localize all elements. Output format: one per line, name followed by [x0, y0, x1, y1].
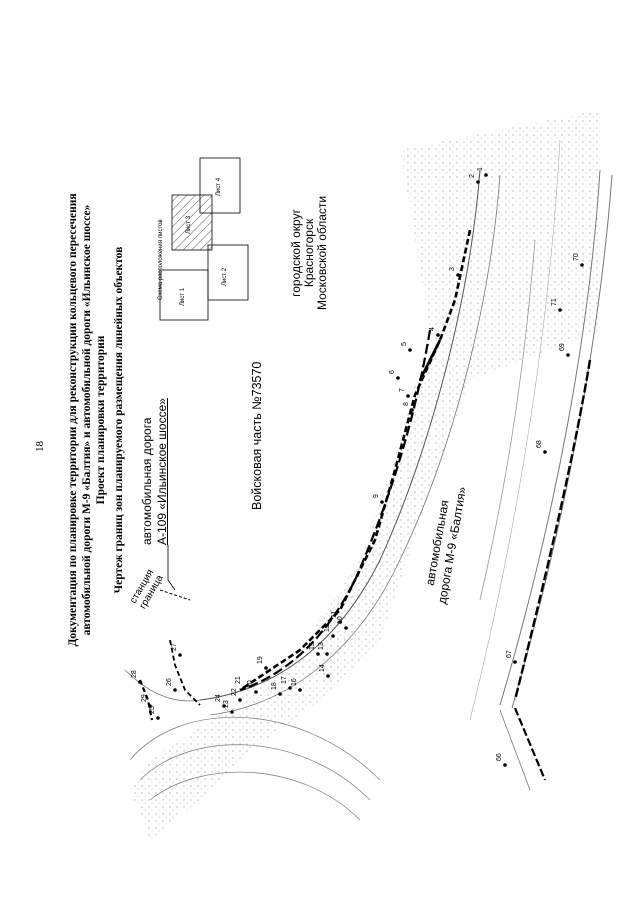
scheme-sheet-3: Лист 3 — [186, 215, 192, 234]
scheme-sheet-1: Лист 1 — [180, 287, 186, 306]
survey-point-70 — [580, 263, 584, 267]
survey-point-2 — [476, 180, 480, 184]
survey-point-label-29: 29 — [141, 694, 148, 702]
survey-point-label-66: 66 — [496, 753, 503, 761]
survey-point-label-2: 2 — [469, 174, 476, 178]
survey-point-68 — [543, 450, 547, 454]
survey-point-5 — [408, 348, 412, 352]
survey-point-label-25: 25 — [149, 706, 156, 714]
zone-boundary — [138, 229, 472, 721]
survey-point-label-20: 20 — [247, 680, 254, 688]
survey-point-label-22: 22 — [231, 688, 238, 696]
survey-point-23 — [230, 710, 234, 714]
survey-point-label-71: 71 — [551, 298, 558, 306]
survey-point-label-24: 24 — [215, 694, 222, 702]
district-label: городской округ Красногорск Московской о… — [289, 195, 329, 310]
survey-point-19 — [264, 666, 268, 670]
survey-point-11 — [338, 620, 342, 624]
survey-point-14 — [326, 674, 330, 678]
road-a109-line-1: автомобильная дорога — [140, 417, 154, 545]
survey-point-24 — [222, 704, 226, 708]
survey-point-label-5: 5 — [401, 342, 408, 346]
survey-point-label-69: 69 — [559, 343, 566, 351]
survey-point-20 — [254, 690, 258, 694]
survey-point-66 — [503, 763, 507, 767]
survey-point-label-18: 18 — [271, 682, 278, 690]
survey-point-29 — [148, 704, 152, 708]
scheme-sheet-2: Лист 2 — [222, 267, 228, 286]
survey-point-label-21: 21 — [235, 676, 242, 684]
scheme-sheet-4: Лист 4 — [216, 177, 222, 196]
roundabout — [129, 716, 381, 821]
survey-point-7 — [406, 394, 410, 398]
survey-point-27 — [178, 653, 182, 657]
survey-point-12 — [331, 634, 335, 638]
survey-point-label-3: 3 — [449, 267, 456, 271]
survey-point-label-16: 16 — [291, 678, 298, 686]
survey-point-6 — [396, 376, 400, 380]
survey-point-10 — [344, 626, 348, 630]
survey-point-label-17: 17 — [281, 676, 288, 684]
survey-point-16 — [298, 688, 302, 692]
survey-point-label-28: 28 — [131, 670, 138, 678]
terrain-area — [130, 110, 600, 840]
survey-point-label-27: 27 — [171, 643, 178, 651]
survey-point-label-67: 67 — [506, 650, 513, 658]
survey-point-4 — [436, 333, 440, 337]
survey-point-22 — [238, 698, 242, 702]
survey-point-71 — [558, 308, 562, 312]
survey-point-label-70: 70 — [573, 253, 580, 261]
survey-point-label-19: 19 — [257, 656, 264, 664]
survey-point-8 — [410, 408, 414, 412]
road-a109-line-2: А-109 «Ильинское шоссе» — [155, 398, 169, 545]
survey-point-label-13: 13 — [318, 642, 325, 650]
road-a109-label: автомобильная дорога А-109 «Ильинское шо… — [140, 398, 170, 545]
survey-point-3 — [456, 273, 460, 277]
survey-point-label-10: 10 — [337, 616, 344, 624]
survey-point-label-26: 26 — [166, 678, 173, 686]
survey-point-17 — [288, 686, 292, 690]
survey-point-label-9: 9 — [373, 494, 380, 498]
survey-point-label-4: 4 — [429, 327, 436, 331]
survey-point-26 — [173, 688, 177, 692]
scheme-title: Схема расположения листов — [158, 219, 164, 300]
sheet-layout-scheme — [159, 157, 249, 321]
survey-point-9 — [380, 500, 384, 504]
a109-leader — [167, 545, 176, 591]
survey-point-label-6: 6 — [389, 370, 396, 374]
survey-point-label-11: 11 — [331, 611, 338, 618]
survey-point-label-15: 15 — [309, 642, 316, 650]
survey-point-67 — [513, 660, 517, 664]
survey-point-label-12: 12 — [324, 624, 331, 632]
survey-point-label-7: 7 — [399, 388, 406, 392]
unit-label: Войсковая часть №73570 — [250, 361, 264, 510]
survey-points: 1234567891011121314151617181920212223242… — [131, 167, 584, 767]
survey-point-13 — [325, 652, 329, 656]
survey-point-69 — [566, 353, 570, 357]
survey-point-18 — [278, 692, 282, 696]
survey-point-21 — [242, 686, 246, 690]
survey-point-1 — [484, 173, 488, 177]
survey-point-label-23: 23 — [223, 700, 230, 708]
survey-point-label-14: 14 — [319, 664, 326, 672]
survey-point-label-68: 68 — [536, 440, 543, 448]
district-line-3: Московской области — [315, 195, 329, 310]
road-m9 — [469, 139, 613, 791]
survey-point-label-8: 8 — [403, 402, 410, 406]
survey-point-25 — [156, 716, 160, 720]
survey-point-label-1: 1 — [477, 167, 484, 171]
survey-point-15 — [316, 652, 320, 656]
survey-point-28 — [138, 680, 142, 684]
